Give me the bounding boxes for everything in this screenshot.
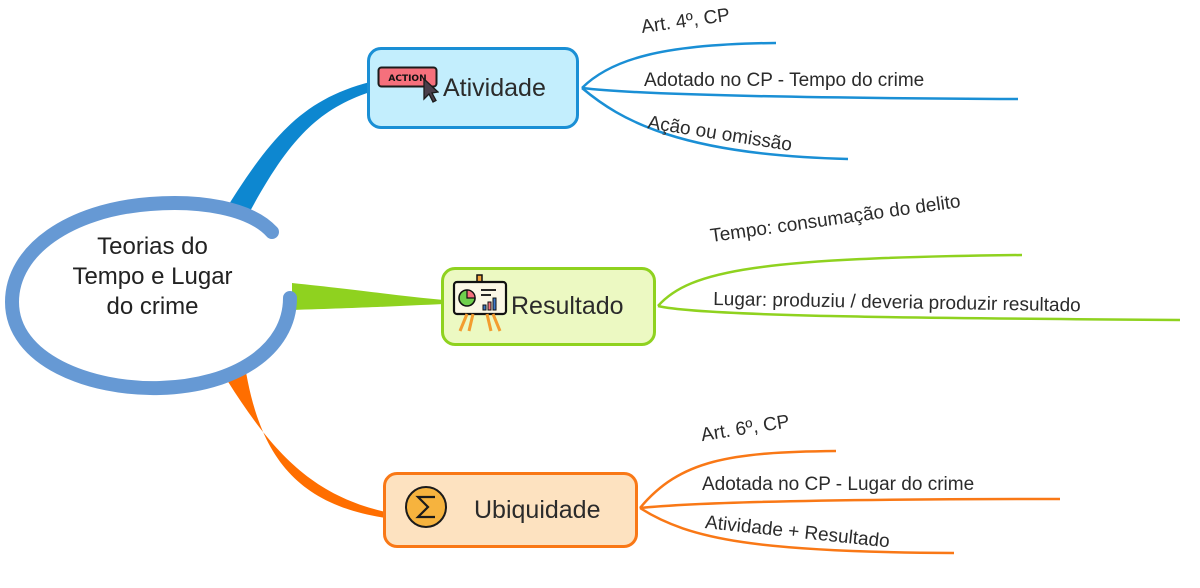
sigma-sum-icon — [404, 485, 448, 536]
branch-node-resultado[interactable]: Resultado — [441, 267, 656, 346]
connector-atividade — [218, 82, 370, 230]
root-line: Teorias do — [97, 233, 208, 260]
branch-node-atividade[interactable]: ACTION Atividade — [367, 47, 579, 129]
root-node[interactable]: Teorias do Tempo e Lugar do crime — [40, 232, 265, 322]
connector-ubiquidade — [222, 366, 386, 518]
leaf-ubiquidade-1[interactable]: Adotada no CP - Lugar do crime — [702, 474, 975, 495]
branch-node-ubiquidade[interactable]: Ubiquidade — [383, 472, 638, 548]
presentation-chart-icon — [451, 273, 509, 340]
leaf-line-resultado-0 — [657, 253, 1023, 307]
root-line: Tempo e Lugar — [72, 263, 233, 290]
branch-label: Atividade — [443, 73, 546, 102]
leaf-line-ubiquidade-2 — [639, 506, 955, 555]
leaf-line-ubiquidade-1 — [639, 497, 1061, 510]
root-line: do crime — [106, 293, 199, 320]
leaf-line-atividade-0 — [581, 41, 777, 89]
connector-resultado — [292, 283, 444, 310]
svg-text:ACTION: ACTION — [388, 74, 426, 84]
branch-label: Ubiquidade — [474, 495, 601, 524]
leaf-atividade-1[interactable]: Adotado no CP - Tempo do crime — [644, 70, 925, 91]
action-button-cursor-icon: ACTION — [377, 66, 440, 111]
branch-label: Resultado — [511, 292, 624, 320]
root-ring — [4, 196, 297, 396]
leaf-line-atividade-1 — [581, 86, 1019, 101]
leaf-line-ubiquidade-0 — [639, 449, 837, 509]
leaf-line-atividade-2 — [581, 87, 849, 161]
leaf-line-resultado-1 — [657, 304, 1181, 322]
